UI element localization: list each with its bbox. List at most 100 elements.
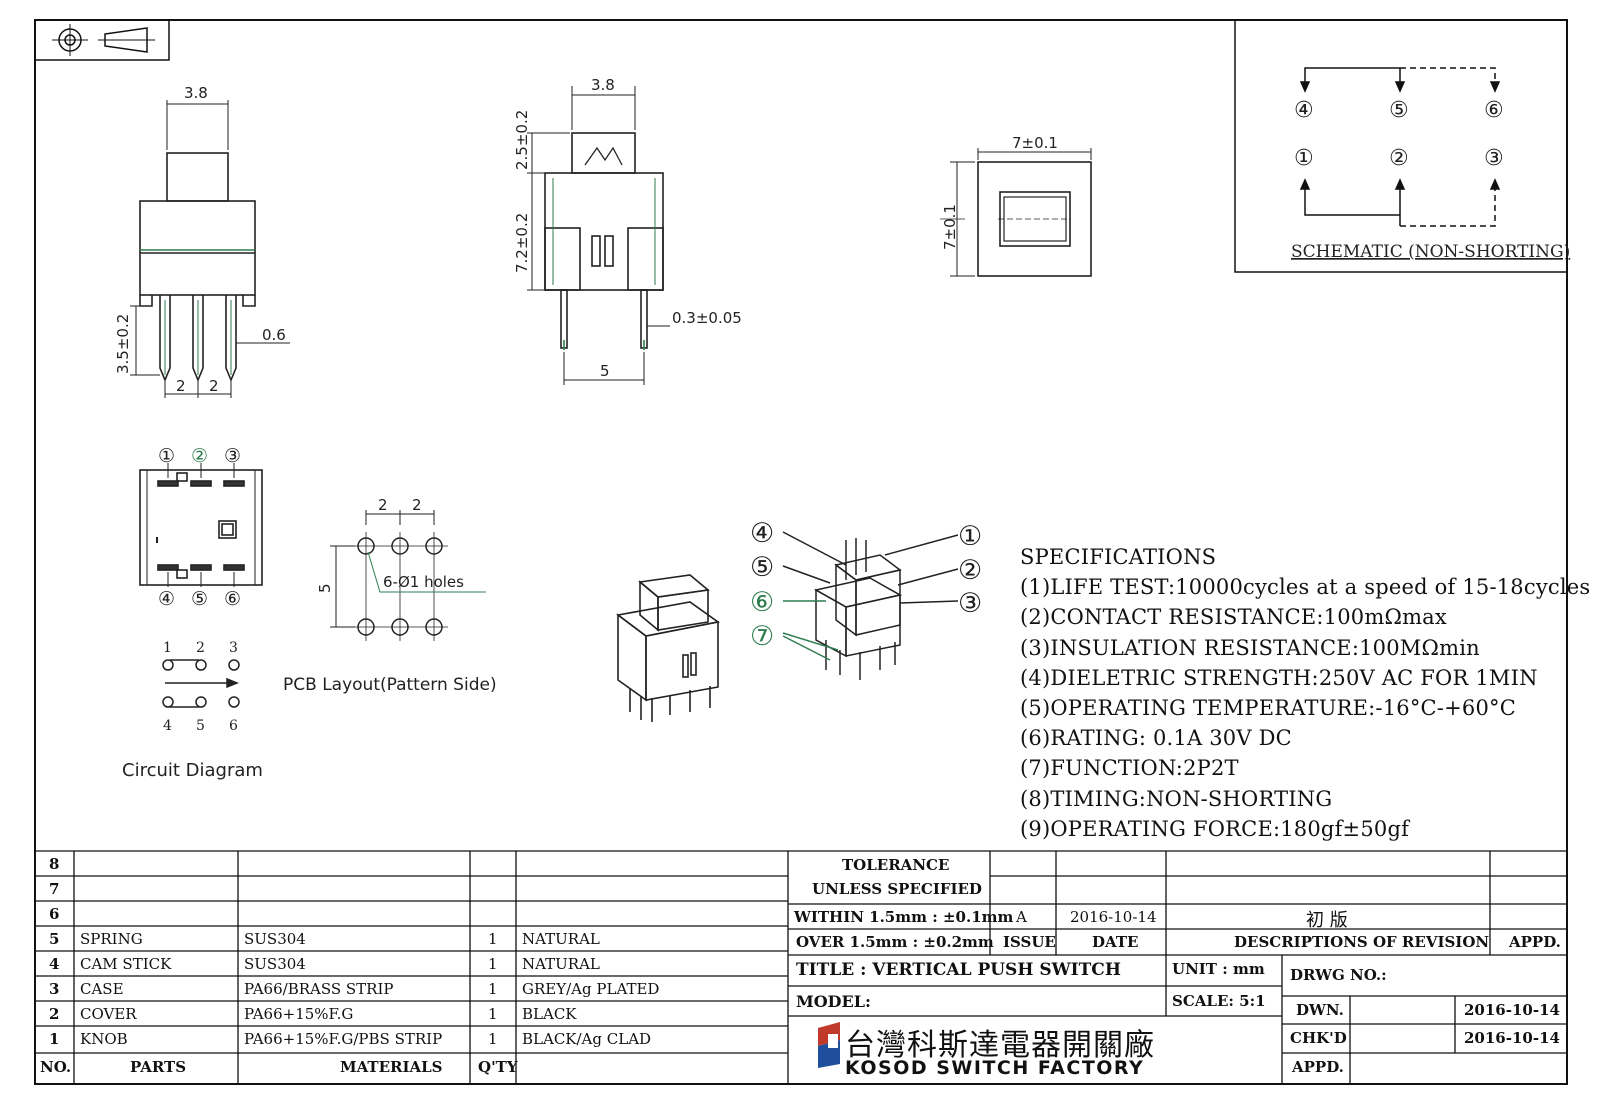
front-pin-length-dim: 3.5±0.2 (114, 314, 132, 374)
bom-no: 2 (49, 1005, 60, 1023)
footprint-pin-1: ① (158, 445, 175, 467)
chkd-label: CHK'D (1290, 1029, 1347, 1047)
company-logo (818, 1022, 840, 1068)
side-pin-thickness-dim: 0.3±0.05 (672, 309, 742, 327)
bom-qty: 1 (488, 980, 498, 998)
specifications-title: SPECIFICATIONS (1020, 545, 1217, 569)
pcb-holes-label: 6-Ø1 holes (383, 573, 464, 591)
pcb-pitch-b: 2 (412, 496, 422, 514)
bom-part: COVER (80, 1005, 137, 1023)
bom-qty: 1 (488, 930, 498, 948)
spec-line: (8)TIMING:NON-SHORTING (1020, 786, 1333, 811)
bom-no: 3 (49, 980, 60, 998)
pcb-layout (330, 510, 486, 641)
spec-line: (3)INSULATION RESISTANCE:100MΩmin (1020, 635, 1480, 660)
chkd-date: 2016-10-14 (1464, 1029, 1560, 1047)
side-width-dim: 3.8 (591, 76, 615, 94)
dwn-date: 2016-10-14 (1464, 1001, 1560, 1019)
side-stroke-dim: 2.5±0.2 (513, 110, 531, 170)
schematic-pin-1: ① (1294, 146, 1314, 171)
company-name-english: KOSOD SWITCH FACTORY (845, 1057, 1145, 1079)
exploded-label-5: ⑤ (750, 552, 774, 583)
footprint-pin-5: ⑤ (191, 588, 208, 610)
bom-no: 7 (49, 880, 60, 898)
spec-line: (6)RATING: 0.1A 30V DC (1020, 726, 1292, 751)
side-body-height-dim: 7.2±0.2 (513, 213, 531, 273)
appd-label: APPD. (1292, 1058, 1344, 1076)
side-pin-span-dim: 5 (600, 362, 610, 380)
bom-header-qty: Q'TY (478, 1058, 518, 1076)
revision-appd-label: APPD. (1509, 933, 1561, 951)
bom-finish: GREY/Ag PLATED (522, 980, 660, 998)
schematic-pin-3: ③ (1484, 146, 1504, 171)
circuit-num-6: 6 (229, 718, 238, 734)
pcb-row-spacing: 5 (316, 583, 334, 593)
side-view (527, 86, 670, 385)
bottom-view (139, 463, 263, 587)
bom-no: 1 (49, 1030, 60, 1048)
front-pin-width-dim: 0.6 (262, 326, 286, 344)
bom-no: 8 (49, 855, 60, 873)
circuit-diagram (162, 659, 240, 708)
bom-part: KNOB (80, 1030, 128, 1048)
spec-line: (7)FUNCTION:2P2T (1020, 756, 1239, 781)
bom-material: PA66+15%F.G/PBS STRIP (244, 1030, 443, 1048)
issue-value: A (1016, 908, 1027, 926)
square-view (940, 148, 1092, 277)
projection-symbol (34, 19, 170, 61)
date-label: DATE (1092, 933, 1139, 951)
pcb-pitch-a: 2 (378, 496, 388, 514)
circuit-num-2: 2 (196, 640, 205, 656)
bom-material: PA66/BRASS STRIP (244, 980, 394, 998)
drwg-no-label: DRWG NO.: (1290, 966, 1387, 984)
front-pitch-a: 2 (176, 377, 186, 395)
bom-header-no: NO. (40, 1058, 72, 1076)
spec-line: (2)CONTACT RESISTANCE:100mΩmax (1020, 605, 1447, 630)
specifications-block: SPECIFICATIONS (1)LIFE TEST:10000cycles … (1020, 542, 1595, 844)
bom-finish: BLACK (522, 1005, 577, 1023)
spec-line: (4)DIELETRIC STRENGTH:250V AC FOR 1MIN (1020, 665, 1538, 690)
unit-label: UNIT : mm (1172, 960, 1265, 978)
exploded-label-1: ① (958, 521, 982, 552)
square-width-dim: 7±0.1 (1012, 134, 1058, 152)
bom-header-materials: MATERIALS (340, 1058, 443, 1076)
spec-line: (9)OPERATING FORCE:180gf±50gf (1020, 816, 1410, 841)
bom-qty: 1 (488, 1030, 498, 1048)
schematic-pin-5: ⑤ (1389, 98, 1409, 123)
tolerance-unless: UNLESS SPECIFIED (812, 880, 982, 898)
spec-line: (1)LIFE TEST:10000cycles at a speed of 1… (1020, 575, 1591, 600)
tolerance-label: TOLERANCE (842, 856, 950, 874)
footprint-pin-3: ③ (224, 445, 241, 467)
circuit-num-1: 1 (163, 640, 172, 656)
front-pitch-b: 2 (209, 377, 219, 395)
bom-part: SPRING (80, 930, 143, 948)
circuit-num-4: 4 (163, 718, 172, 734)
company-name-chinese: 台灣科斯達電器開關廠 (845, 1028, 1155, 1063)
date-value: 2016-10-14 (1070, 908, 1157, 926)
front-view (130, 100, 290, 398)
bom-finish: NATURAL (522, 930, 600, 948)
bom-material: SUS304 (244, 930, 306, 948)
schematic-caption: SCHEMATIC (NON-SHORTING) (1291, 242, 1570, 262)
front-width-dim: 3.8 (184, 84, 208, 102)
model-label: MODEL: (796, 992, 871, 1011)
isometric-switch (616, 574, 720, 722)
exploded-label-4: ④ (750, 518, 774, 549)
exploded-label-3: ③ (958, 588, 982, 619)
revision-desc-label: DESCRIPTIONS OF REVISION (1234, 933, 1490, 951)
circuit-caption: Circuit Diagram (122, 760, 263, 781)
circuit-num-5: 5 (196, 718, 205, 734)
drawing-title: TITLE : VERTICAL PUSH SWITCH (796, 960, 1121, 980)
table-grid (35, 850, 1567, 1084)
schematic-pin-4: ④ (1294, 98, 1314, 123)
sheet-border (34, 19, 1568, 1085)
revision-description: 初 版 (1306, 910, 1348, 931)
bom-finish: BLACK/Ag CLAD (522, 1030, 652, 1048)
bom-material: SUS304 (244, 955, 306, 973)
bom-no: 6 (49, 905, 60, 923)
bom-finish: NATURAL (522, 955, 600, 973)
issue-label: ISSUE (1003, 933, 1056, 951)
bom-no: 4 (49, 955, 60, 973)
dwn-label: DWN. (1296, 1001, 1344, 1019)
